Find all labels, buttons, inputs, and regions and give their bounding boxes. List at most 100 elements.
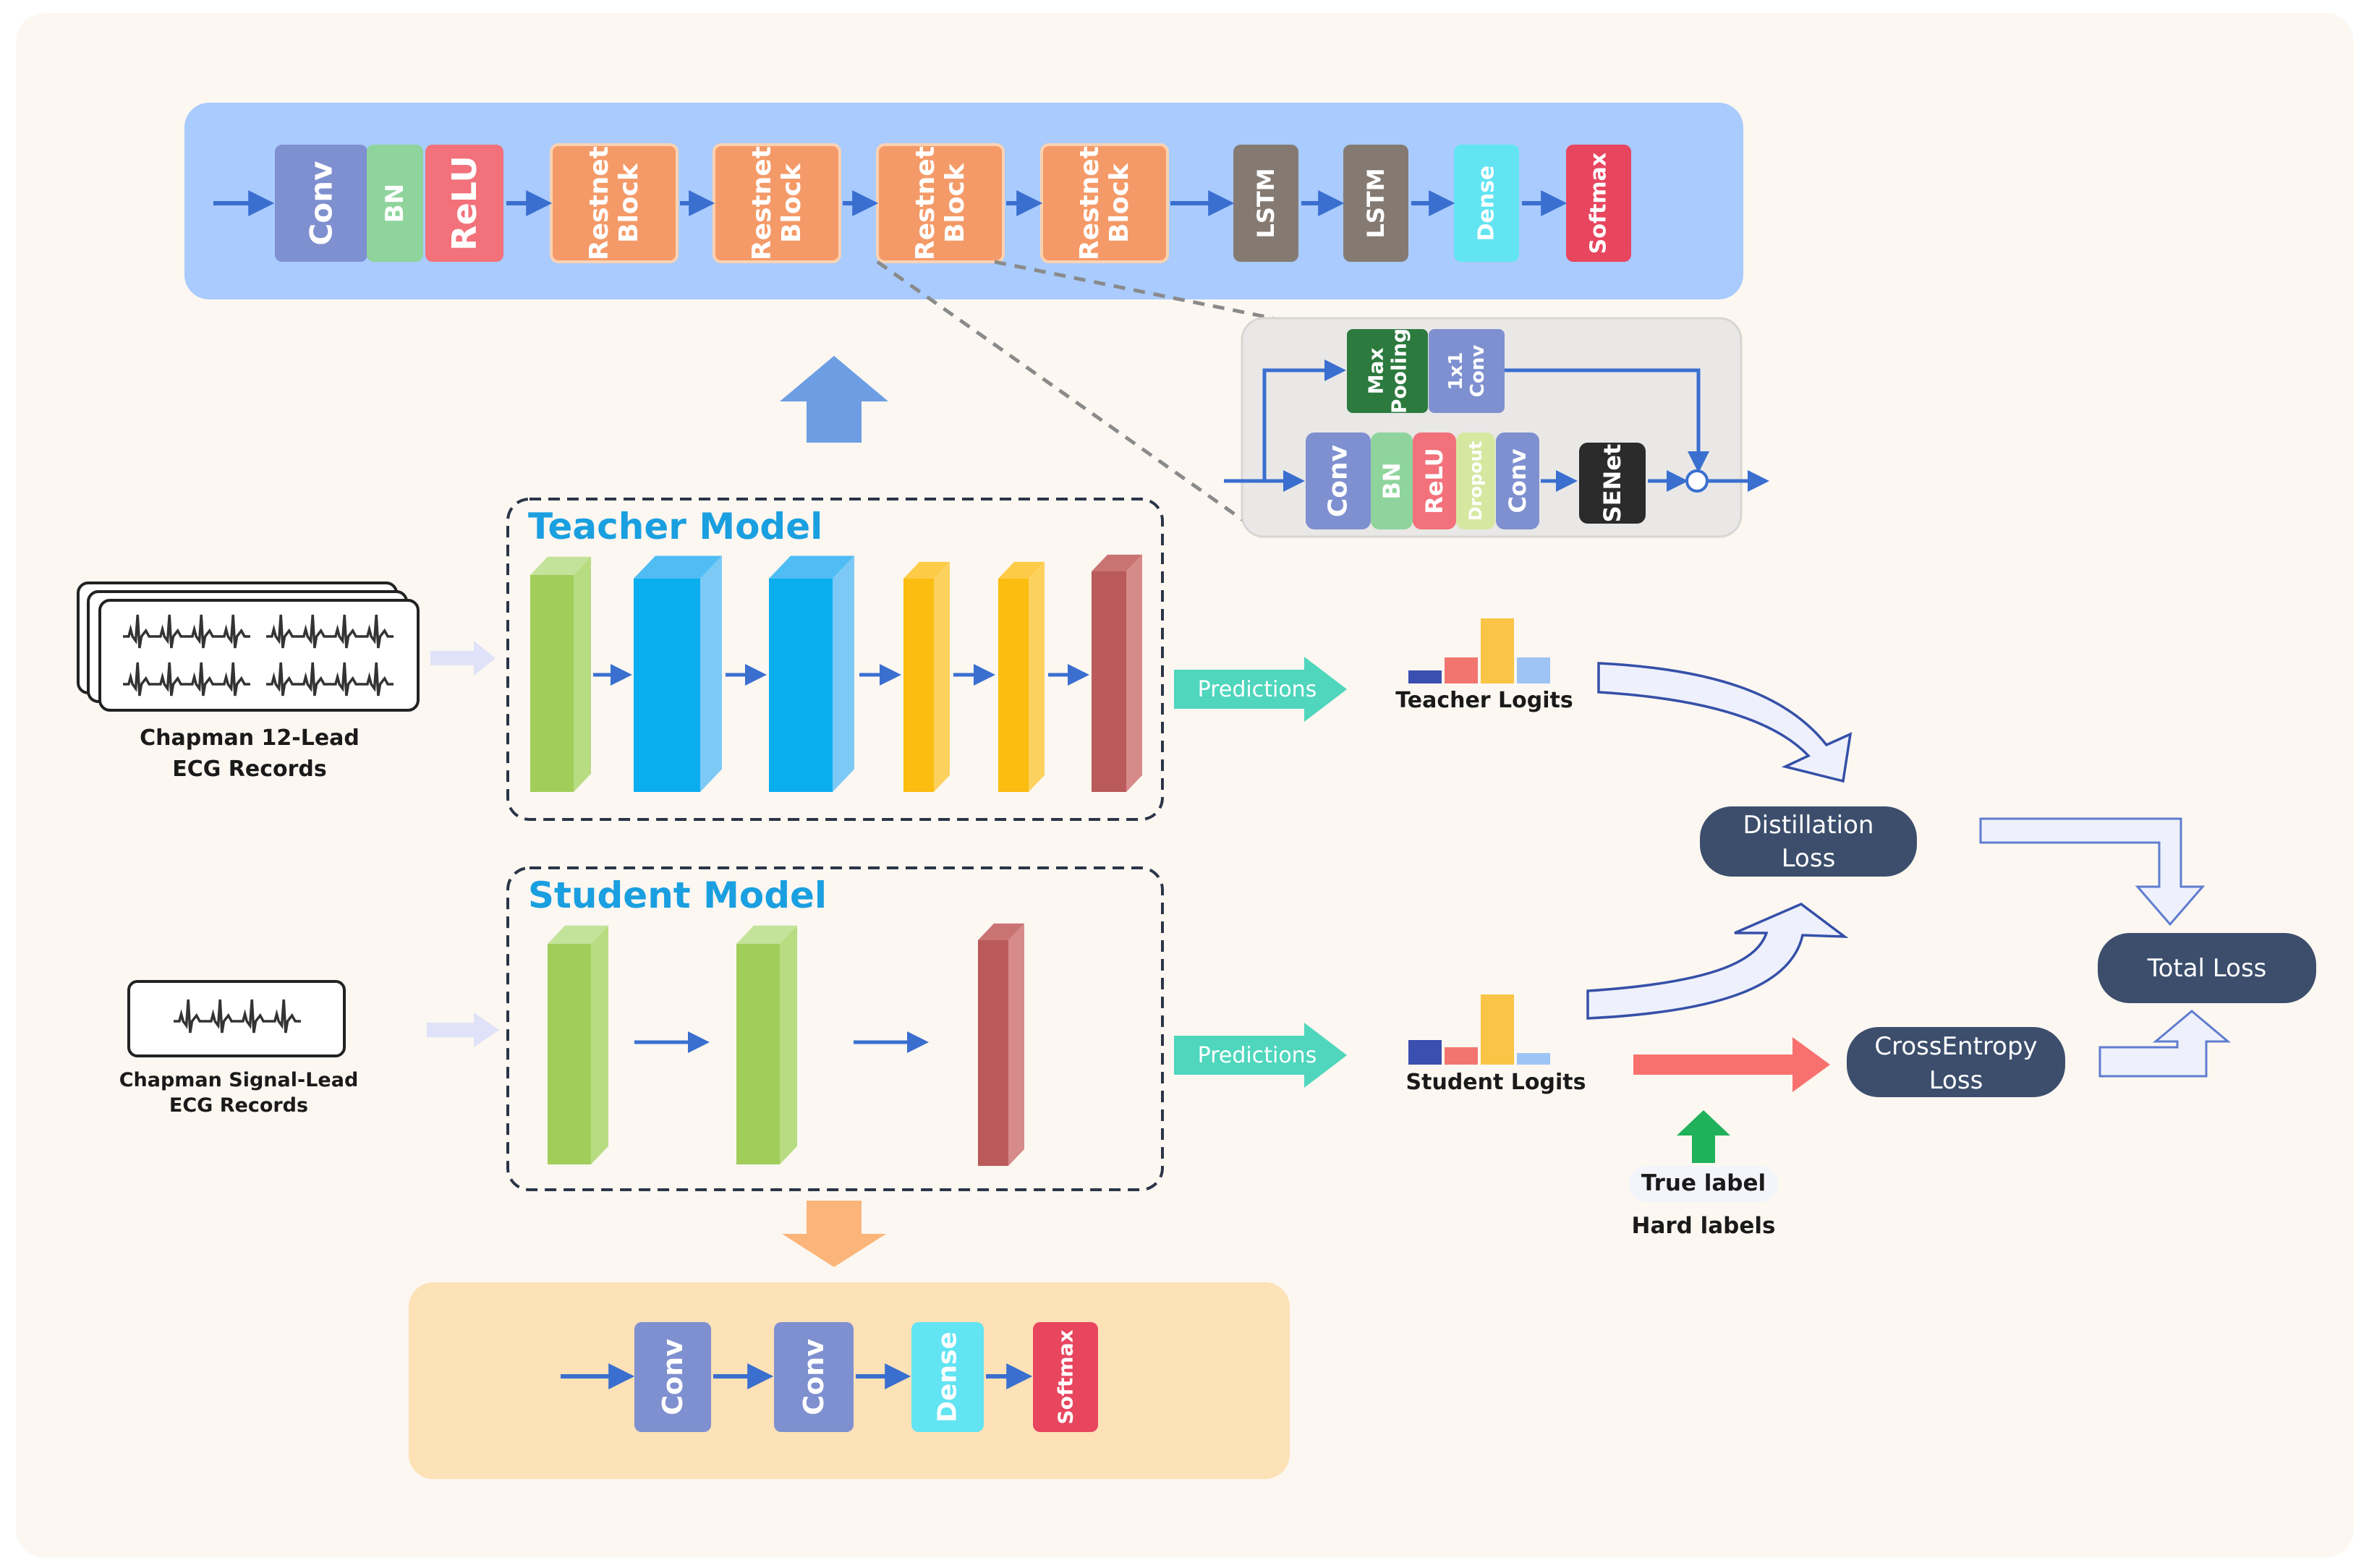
student-model-title: Student Model <box>528 874 827 916</box>
student-layer-label-0: Conv <box>657 1339 689 1415</box>
teacher-layer-label-10: Softmax <box>1586 153 1612 254</box>
student-layer-softmax-3 <box>1033 1322 1098 1432</box>
student-layer-dense-2 <box>911 1322 984 1432</box>
student-layer-label-1: Conv <box>798 1339 830 1415</box>
distillation-loss-line2: Loss <box>1782 844 1836 873</box>
teacher-predictions-label: Predictions <box>1198 677 1317 702</box>
distillation-loss-node <box>1700 806 1917 877</box>
teacher-block-yellow-2 <box>998 561 1045 792</box>
teacher-model-title: Teacher Model <box>528 506 822 547</box>
teacher-layer-label-5-line2: Block <box>940 163 970 243</box>
student-layer-label-2: Dense <box>933 1331 963 1423</box>
teacher-input-label-line1: Chapman 12-Lead <box>140 725 360 751</box>
resnet-main-label-1: BN <box>1378 462 1405 499</box>
conv-1x1-layer <box>1429 329 1505 413</box>
teacher-layer-relu-2 <box>425 145 503 262</box>
student-block-green-1 <box>548 925 608 1164</box>
teacher-block-green <box>530 556 591 792</box>
senet-label: SENet <box>1599 444 1626 523</box>
teacher-layer-label-8: LSTM <box>1362 168 1390 238</box>
down-arrow-icon <box>782 1201 886 1267</box>
skip-path-merge-line <box>1505 368 1709 473</box>
teacher-layer-label-2: ReLU <box>445 155 484 251</box>
resnet-main-label-0: Conv <box>1324 445 1353 517</box>
teacher-layer-label-6-line1: Restnet <box>1075 146 1105 260</box>
student-input-label-line2: ECG Records <box>169 1094 308 1117</box>
zoom-line-left <box>876 260 1266 537</box>
true-label-arrow-icon <box>1677 1110 1730 1163</box>
distillation-loss-line1: Distillation <box>1743 811 1874 840</box>
student-to-crossentropy-arrow <box>1633 1037 1830 1092</box>
student-block-red <box>978 923 1024 1166</box>
resnet-main-layer-4 <box>1496 433 1539 529</box>
student-logits-label: Student Logits <box>1406 1070 1586 1095</box>
ecg-wave-3 <box>266 662 394 696</box>
student-predictions-label: Predictions <box>1198 1043 1317 1068</box>
add-node-icon <box>1685 469 1709 493</box>
teacher-layer-label-4-line2: Block <box>777 163 807 243</box>
distillation-to-total-arrow <box>1979 817 2206 926</box>
crossentropy-loss-line2: Loss <box>1929 1066 1983 1095</box>
teacher-logits-label: Teacher Logits <box>1395 688 1573 713</box>
crossentropy-to-total-arrow <box>2098 1010 2232 1078</box>
student-input-arrow-icon <box>427 1013 499 1047</box>
student-layer-conv-1 <box>774 1322 854 1432</box>
teacher-layer-label-3-line1: Restnet <box>584 146 614 260</box>
teacher-layer-bn-1 <box>367 145 423 262</box>
teacher-layer-label-5-line1: Restnet <box>911 146 940 260</box>
teacher-layer-label-9: Dense <box>1474 166 1500 242</box>
student-logits-bars <box>1408 994 1550 1065</box>
conv-1x1-label-line2: Conv <box>1467 345 1489 397</box>
crossentropy-loss-line1: CrossEntropy <box>1874 1032 2037 1061</box>
max-pooling-label-line2: Pooling <box>1387 328 1411 414</box>
teacher-layer-dense-9 <box>1454 145 1519 262</box>
teacher-block-blue-1 <box>634 555 722 792</box>
teacher-block-blue-2 <box>769 555 854 792</box>
total-loss-node <box>2098 933 2316 1003</box>
student-layer-label-3: Softmax <box>1054 1329 1078 1424</box>
student-predictions-arrow <box>1174 1023 1347 1088</box>
teacher-layer-lstm-7 <box>1233 145 1298 262</box>
teacher-layer-lstm-8 <box>1343 145 1408 262</box>
student-model-blocks <box>548 923 1024 1166</box>
teacher-layer-label-4-line1: Restnet <box>747 146 777 260</box>
teacher-layer-label-3-line2: Block <box>614 163 644 243</box>
teacher-logits-bars <box>1408 618 1550 683</box>
resnet-main-layer-3 <box>1456 433 1495 529</box>
teacher-layer-conv-0 <box>275 145 367 262</box>
zoom-line-right <box>994 260 1274 320</box>
resnet-main-label-2: ReLU <box>1421 448 1448 514</box>
ecg-single-lead-icon <box>127 980 346 1057</box>
student-block-green-2 <box>736 925 797 1164</box>
max-pooling-label-line1: Max <box>1364 348 1387 395</box>
resnet-main-label-3: Dropout <box>1466 441 1486 521</box>
crossentropy-loss-node <box>1847 1027 2065 1097</box>
hard-labels-text: Hard labels <box>1632 1213 1776 1239</box>
up-arrow-icon <box>780 356 888 443</box>
ecg-wave-2 <box>123 662 250 696</box>
teacher-input-label-line2: ECG Records <box>172 757 327 782</box>
teacher-input-arrow-icon <box>430 641 496 676</box>
teacher-layer-label-7: LSTM <box>1252 168 1280 238</box>
teacher-predictions-arrow <box>1174 657 1347 722</box>
teacher-layer-label-6-line2: Block <box>1105 163 1134 243</box>
teacher-model-blocks <box>530 554 1142 792</box>
student-pipeline-layers: Conv Conv Dense Softmax <box>634 1322 1098 1432</box>
true-label-badge <box>1629 1166 1778 1202</box>
ecg-wave-0 <box>123 614 250 649</box>
teacher-model-box <box>506 498 1164 821</box>
student-layer-conv-0 <box>634 1322 711 1432</box>
ecg-wave-1 <box>266 614 394 649</box>
teacher-block-red <box>1092 554 1142 792</box>
max-pooling-layer <box>1347 329 1428 413</box>
teacher-layer-softmax-10 <box>1566 145 1631 262</box>
total-loss-label: Total Loss <box>2147 954 2267 983</box>
senet-layer <box>1579 443 1646 524</box>
resnet-main-layer-2 <box>1413 433 1456 529</box>
resnet-main-layer-1 <box>1371 433 1413 529</box>
teacher-layer-label-1: BN <box>380 184 409 223</box>
resnet-main-layer-0 <box>1306 433 1371 529</box>
